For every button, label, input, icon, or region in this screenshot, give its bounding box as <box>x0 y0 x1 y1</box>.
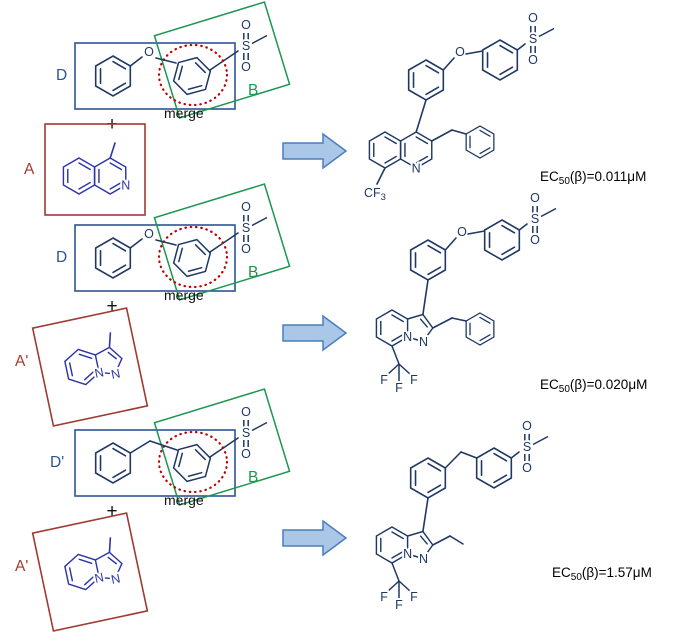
methylsulfonyl-group <box>520 417 550 477</box>
reaction-arrow <box>282 520 347 556</box>
ether-oxygen-label: O <box>457 225 467 239</box>
benzene-ring <box>475 447 513 489</box>
fragment-b-label: B <box>248 469 258 486</box>
trifluoromethyl-group <box>378 561 421 614</box>
fragment-b-label: B <box>248 82 258 99</box>
benzene-ring <box>465 312 495 346</box>
nitrogen-atom-label: N <box>403 330 412 344</box>
benzene-ring <box>62 157 96 195</box>
nitrogen-atom-label: N <box>121 179 130 193</box>
ether-oxygen-label: O <box>144 45 154 59</box>
fragment-a-prime-label: A' <box>15 558 28 575</box>
product-2-structure: N N O <box>375 189 558 397</box>
ec50-value-2: EC50(β)=0.020μM <box>540 377 647 395</box>
cf3-label: CF3 <box>364 186 386 203</box>
benzene-ring <box>483 219 521 261</box>
benzene-ring <box>465 125 495 159</box>
scaffold-d-assembly <box>75 2 290 118</box>
fragment-a-prime-box <box>31 307 149 427</box>
nitrogen-atom-label: N <box>403 547 412 561</box>
trifluoromethyl-group <box>378 344 421 397</box>
reaction-arrow <box>282 133 347 169</box>
scaffold-d-label: D <box>56 67 67 84</box>
merge-label: merge <box>164 287 204 303</box>
reaction-arrow <box>282 315 347 351</box>
plus-sign: + <box>106 296 117 317</box>
ether-oxygen-label: O <box>144 227 154 241</box>
merge-label: merge <box>164 492 204 508</box>
fragment-b-label: B <box>248 264 258 281</box>
scaffold-d-assembly <box>75 184 290 300</box>
nitrogen-atom-label: N <box>419 335 428 349</box>
benzene-ring <box>409 457 447 499</box>
methylsulfonyl-group <box>528 189 558 249</box>
nitrogen-atom-label: N <box>412 162 421 176</box>
benzene-ring <box>481 39 519 81</box>
fragment-a-structure: N <box>62 142 132 195</box>
fragment-a-prime-label: A' <box>15 353 28 370</box>
fragment-a-prime-box <box>31 512 149 632</box>
scaffold-d-prime-label: D' <box>50 454 64 471</box>
scaffold-d-prime-assembly <box>75 389 290 505</box>
methylene-linker <box>129 440 178 454</box>
methylsulfonyl-group <box>526 9 556 69</box>
fragment-a-prime-structure <box>61 536 126 596</box>
merge-label: merge <box>164 105 204 121</box>
ether-oxygen-label: O <box>455 45 465 59</box>
nitrogen-atom-label: N <box>419 552 428 566</box>
fragment-a-prime-structure <box>61 331 126 391</box>
product-1-structure: N CF3 O <box>362 9 556 205</box>
ec50-value-3: EC50(β)=1.57μM <box>552 565 652 583</box>
product-3-structure: N N <box>375 417 550 614</box>
benzene-ring <box>368 131 402 169</box>
scaffold-d-label: D <box>56 249 67 266</box>
ether-linker: O <box>129 225 177 249</box>
fragment-a-box <box>44 123 146 216</box>
ec50-value-1: EC50(β)=0.011μM <box>540 169 646 187</box>
benzene-ring <box>409 239 447 281</box>
fragment-a-label: A <box>24 161 35 178</box>
ether-linker: O <box>129 43 177 67</box>
plus-sign: + <box>106 501 117 522</box>
benzene-ring <box>407 59 445 101</box>
